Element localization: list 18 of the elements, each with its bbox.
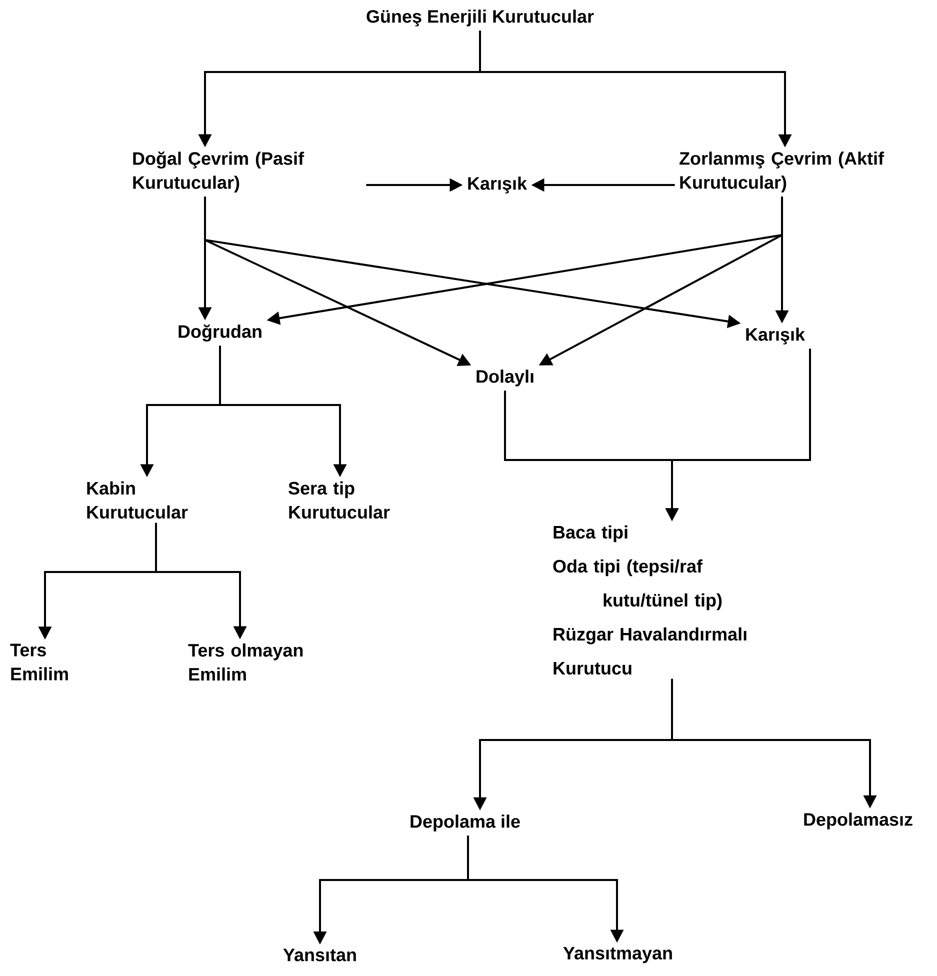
category-label: Doğal Çevrim (Pasif Kurutucular) xyxy=(133,152,304,192)
category-label: Depolama ile xyxy=(410,814,520,832)
list-item: Baca tipi xyxy=(554,525,628,542)
category-label: Zorlanmış Çevrim (Aktif Kurutucular) xyxy=(680,152,884,192)
category-label: Karışık xyxy=(468,176,528,194)
category-label: Güneş Enerjili Kurutucular xyxy=(366,10,594,26)
category-label: Depolamasız xyxy=(804,812,912,830)
category-label: Karışık xyxy=(746,328,806,344)
category-label: Ters Emilim xyxy=(10,644,68,680)
list-item: Oda tipi (tepsi/raf kutu/tünel tip) xyxy=(553,559,722,610)
category-label: Sera tip Kurutucular xyxy=(288,481,390,519)
category-label: Doğrudan xyxy=(178,324,262,342)
category-label: Dolaylı xyxy=(476,370,534,386)
category-label: Yansıtmayan xyxy=(563,946,672,964)
category-label: Kabin Kurutucular xyxy=(87,481,188,519)
category-label: Ters olmayan Emilim xyxy=(188,643,303,681)
category-label: Yansıtan xyxy=(283,948,356,962)
list-item: Rüzgar Havalandırmalı Kurutucu xyxy=(554,627,746,675)
